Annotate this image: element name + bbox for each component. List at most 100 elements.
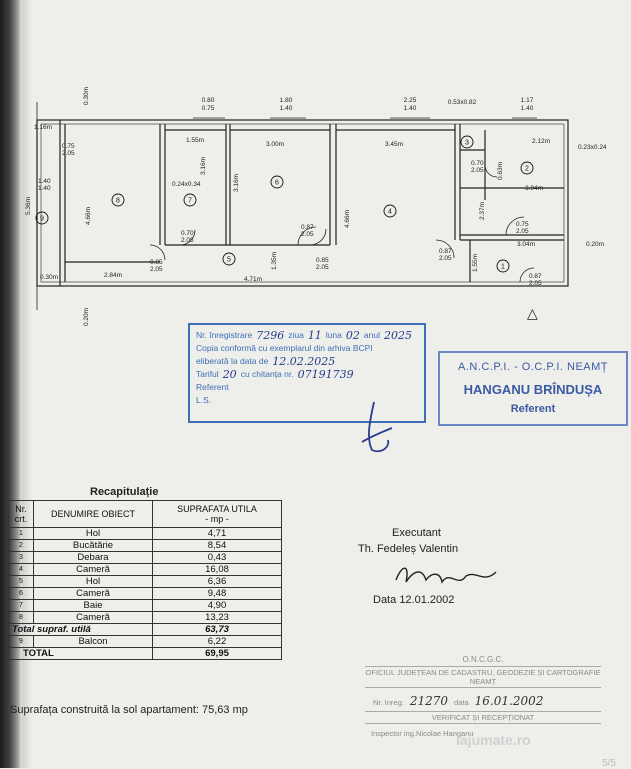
room-number-1: 1 bbox=[501, 264, 505, 271]
recap-table: Nr. crt. DENUMIRE OBIECT SUPRAFATA UTILA… bbox=[8, 500, 282, 660]
dim-label: 2.05 bbox=[316, 264, 329, 271]
dim-label: 0.24x0.34 bbox=[172, 181, 201, 188]
ocpi-inreg-label: Nr. Inreg. bbox=[373, 698, 404, 707]
stamp-ls-label: L.S. bbox=[196, 395, 212, 405]
table-row: 4 Cameră 16,08 bbox=[8, 563, 282, 576]
dim-label: 3.00m bbox=[266, 141, 284, 148]
row-nr: 8 bbox=[8, 611, 34, 624]
executant-signature bbox=[395, 567, 497, 584]
row-name: Cameră bbox=[33, 563, 153, 576]
executant-label: Executant bbox=[392, 527, 441, 539]
dim-label: 3.04m bbox=[517, 241, 535, 248]
dim-label: 3.16m bbox=[233, 174, 240, 192]
dim-label: 0.87 bbox=[439, 248, 452, 255]
room-number-9: 9 bbox=[40, 216, 44, 223]
stamp-anul-value: 2025 bbox=[383, 329, 412, 342]
watermark-logo: lajumate.ro bbox=[456, 732, 531, 748]
dim-label: 2.05 bbox=[439, 255, 452, 262]
dim-label: 0.20m bbox=[83, 308, 90, 326]
window-dim-a: 0.53x0.82 bbox=[448, 99, 477, 106]
row-nr: 2 bbox=[8, 539, 34, 552]
dim-label: 0.87 bbox=[301, 224, 314, 231]
dim-label: 2.05 bbox=[471, 167, 484, 174]
balcon-label: Balcon bbox=[33, 635, 153, 648]
room-number-4: 4 bbox=[388, 209, 392, 216]
dim-label: 3.04m bbox=[525, 185, 543, 192]
room-marker-7 bbox=[183, 193, 197, 207]
row-name: Hol bbox=[33, 527, 153, 540]
room-marker-3 bbox=[460, 135, 474, 149]
room-marker-9 bbox=[35, 211, 49, 225]
ocpi-line1: O.N.C.G.C. bbox=[462, 655, 504, 664]
row-nr: 1 bbox=[8, 527, 34, 540]
table-row: 7 Baie 4,90 bbox=[8, 599, 282, 612]
total-utila-label: Total supraf. utilă bbox=[8, 623, 153, 636]
col-header-denumire: DENUMIRE OBIECT bbox=[33, 500, 153, 528]
row-name: Baie bbox=[33, 599, 153, 612]
col-header-nr: Nr. crt. bbox=[8, 500, 34, 528]
stamp-ziua-value: 11 bbox=[307, 329, 322, 342]
row-nr: 5 bbox=[8, 575, 34, 588]
stamp-tarif-value: 20 bbox=[222, 368, 237, 381]
referent-signature bbox=[361, 401, 393, 453]
row-value: 4,71 bbox=[152, 527, 282, 540]
dim-label: 2.37m bbox=[479, 202, 486, 220]
row-name: Cameră bbox=[33, 587, 153, 600]
table-row: 8 Cameră 13,23 bbox=[8, 611, 282, 624]
window-dim-b: 1.40 bbox=[280, 105, 293, 112]
dim-label: 1.40 bbox=[38, 185, 51, 192]
ocpi-reception-stamp: O.N.C.G.C. OFICIUL JUDEȚEAN DE CADASTRU,… bbox=[365, 655, 601, 738]
dim-label: 2.84m bbox=[104, 272, 122, 279]
total-utila-row: Total supraf. utilă 63,73 bbox=[8, 623, 282, 636]
window-dim-a: 1.17 bbox=[521, 97, 534, 104]
room-number-3: 3 bbox=[465, 140, 469, 147]
ocpi-inreg-value: 21270 bbox=[409, 694, 449, 708]
dim-label: 2.05 bbox=[181, 237, 194, 244]
ancpi-office: A.N.C.P.I. - O.C.P.I. NEAMȚ bbox=[457, 361, 608, 373]
total-label: TOTAL bbox=[8, 647, 153, 660]
dim-label: 2.05 bbox=[516, 228, 529, 235]
stamp-nr-value: 7296 bbox=[256, 329, 285, 342]
row-name: Cameră bbox=[33, 611, 153, 624]
row-value: 16,08 bbox=[152, 563, 282, 576]
copy-conformity-stamp: Nr. înregistrare 7296 ziua 11 luna 02 an… bbox=[188, 323, 426, 423]
ocpi-data-value: 16.01.2002 bbox=[474, 694, 544, 708]
row-nr: 6 bbox=[8, 587, 34, 600]
ancpi-name: HANGANU BRÎNDUȘA bbox=[463, 382, 603, 397]
room-marker-4 bbox=[383, 204, 397, 218]
window-dim-a: 1.80 bbox=[280, 97, 293, 104]
date-value: 12.01.2002 bbox=[399, 594, 455, 606]
dim-label: 5.36m bbox=[25, 197, 32, 215]
dim-label: 0.70 bbox=[181, 230, 194, 237]
window-dim-b: 1.40 bbox=[404, 105, 417, 112]
dim-label: 2.05 bbox=[301, 231, 314, 238]
table-row: 1 Hol 4,71 bbox=[8, 527, 282, 540]
row-name: Debara bbox=[33, 551, 153, 564]
stamp-luna-value: 02 bbox=[345, 329, 360, 342]
ancpi-stamp: A.N.C.P.I. - O.C.P.I. NEAMȚ HANGANU BRÎN… bbox=[438, 351, 628, 426]
room-number-8: 8 bbox=[116, 198, 120, 205]
window-dim-b: 0.75 bbox=[202, 105, 215, 112]
dim-label: 4.71m bbox=[244, 276, 262, 283]
dim-label: 2.05 bbox=[62, 150, 75, 157]
stamp-tarif-label: Tariful bbox=[196, 369, 219, 379]
row-value: 9,48 bbox=[152, 587, 282, 600]
stamp-eliberata-label: eliberată la data de bbox=[196, 356, 269, 366]
table-row: 2 Bucătărie 8,54 bbox=[8, 539, 282, 552]
dim-label: 1.55m bbox=[472, 254, 479, 272]
dim-label: 0.23x0.24 bbox=[578, 144, 607, 151]
dim-label: 0.75 bbox=[62, 143, 75, 150]
ocpi-line2: OFICIUL JUDEȚEAN DE CADASTRU, GEODEZIE Ș… bbox=[365, 666, 601, 688]
dim-label: 0.30m bbox=[40, 274, 58, 281]
stamp-anul-label: anul bbox=[363, 330, 380, 340]
row-nr: 3 bbox=[8, 551, 34, 564]
total-row: TOTAL 69,95 bbox=[8, 647, 282, 660]
balcon-nr: 9 bbox=[8, 635, 34, 648]
room-marker-8 bbox=[111, 193, 125, 207]
room-marker-5 bbox=[222, 252, 236, 266]
stamp-eliberata-value: 12.02.2025 bbox=[272, 355, 336, 368]
stamp-copy-text: Copia conformă cu exemplarul din arhiva … bbox=[196, 343, 373, 353]
floor-plan: 8 7 6 4 5 1 2 3 9 0.80 0.75 1.80 1.40 2.… bbox=[25, 87, 607, 326]
table-row: 3 Debara 0,43 bbox=[8, 551, 282, 564]
dim-label: 0.20m bbox=[586, 241, 604, 248]
